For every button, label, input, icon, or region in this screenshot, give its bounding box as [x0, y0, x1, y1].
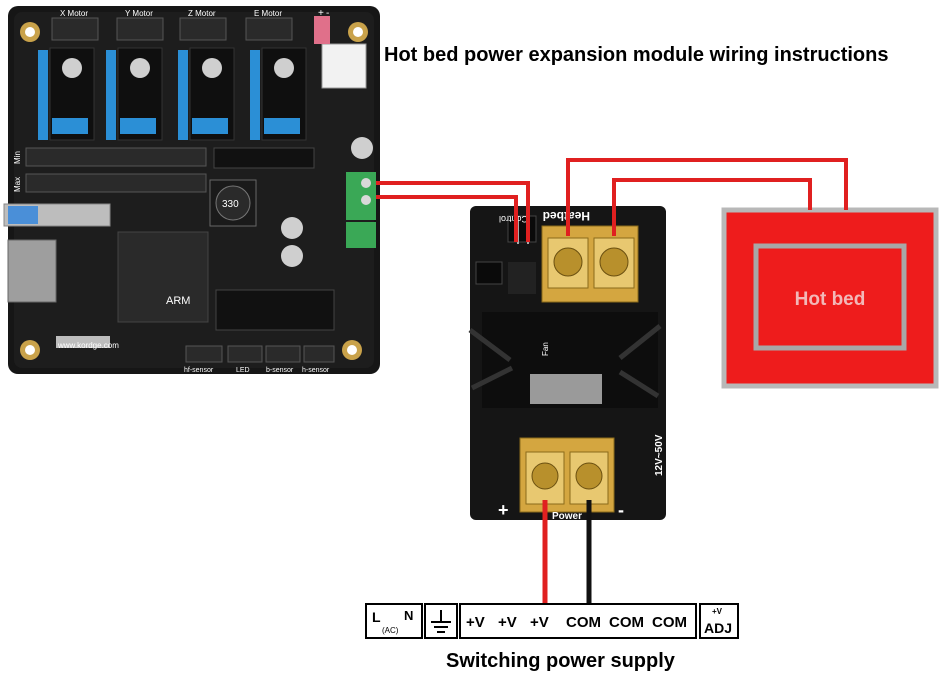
control-wire-1 [376, 181, 530, 242]
motor-label-y: Y Motor [125, 9, 153, 18]
max-label: Max [13, 177, 22, 192]
chip-label: ARM [166, 295, 190, 307]
psu-output-com1: COM [566, 614, 601, 631]
heatbed-wire-2 [612, 178, 812, 236]
bottom-label-hf-sensor: hf-sensor [184, 367, 214, 374]
psu-label-ac: (AC) [382, 626, 399, 635]
module-label-imax: Imax: 25A [670, 437, 680, 480]
hot-bed: Hot bed [721, 207, 939, 389]
psu-label-l: L [372, 609, 381, 625]
control-wire-2 [376, 195, 518, 242]
wires [376, 158, 848, 604]
website-label: www.kordge.com [57, 341, 119, 350]
module-label-power: Power [552, 511, 582, 522]
psu-output-com2: COM [609, 614, 644, 631]
power-input-terminal [519, 437, 615, 513]
psu-terminals: L (AC) N +V +V +V COM COM COM +V ADJ [365, 603, 739, 639]
power-connector [321, 43, 367, 89]
psu-terminal-ground [424, 603, 458, 639]
mainboard: X Motor Y Motor Z Motor E Motor + [3, 6, 380, 374]
psu-terminal-ac [365, 603, 423, 639]
connector-minus: - [326, 8, 329, 19]
psu-output-v2: +V [498, 614, 517, 631]
module-label-control: Control [499, 214, 528, 224]
module-label-voltage: 12V~50V [654, 434, 665, 476]
psu-label-adj-plus: +V [712, 607, 723, 616]
min-label: Min [13, 151, 22, 164]
motor-label-e: E Motor [254, 9, 282, 18]
psu-terminal-outputs [459, 603, 697, 639]
stepper-drivers [38, 47, 307, 141]
bottom-label-h-sensor: h-sensor [302, 367, 330, 374]
sd-card-slot [7, 239, 57, 303]
hot-bed-inner [753, 243, 907, 351]
inductor-label: 330 [222, 199, 239, 210]
bottom-label-led: LED [236, 367, 250, 374]
psu-output-v1: +V [466, 614, 485, 631]
hot-bed-label: Hot bed [795, 289, 866, 310]
heatbed-module: Control Heatbed Fan [468, 206, 680, 522]
bottom-label-b-sensor: b-sensor [266, 367, 294, 374]
module-polarity-minus: - [618, 500, 624, 520]
heatbed-output-terminal [541, 225, 639, 303]
heatbed-wire-1 [566, 158, 848, 236]
connector-plus: + [318, 8, 324, 19]
module-polarity-plus: + [498, 500, 509, 520]
psu-output-com3: COM [652, 614, 687, 631]
mainboard-heatbed-terminal [346, 172, 376, 220]
heatsink: Fan [468, 312, 662, 408]
psu-label-n: N [404, 608, 413, 623]
psu-label-adj: ADJ [704, 620, 732, 636]
motor-label-x: X Motor [60, 9, 88, 18]
diagram-title: Hot bed power expansion module wiring in… [384, 44, 889, 66]
psu-terminal-adj [699, 603, 739, 639]
psu-output-v3: +V [530, 614, 549, 631]
power-supply-caption: Switching power supply [446, 650, 675, 672]
module-label-fan: Fan [541, 342, 550, 356]
motor-label-z: Z Motor [188, 9, 216, 18]
ground-icon [431, 610, 451, 633]
mcu-chip [117, 231, 209, 323]
